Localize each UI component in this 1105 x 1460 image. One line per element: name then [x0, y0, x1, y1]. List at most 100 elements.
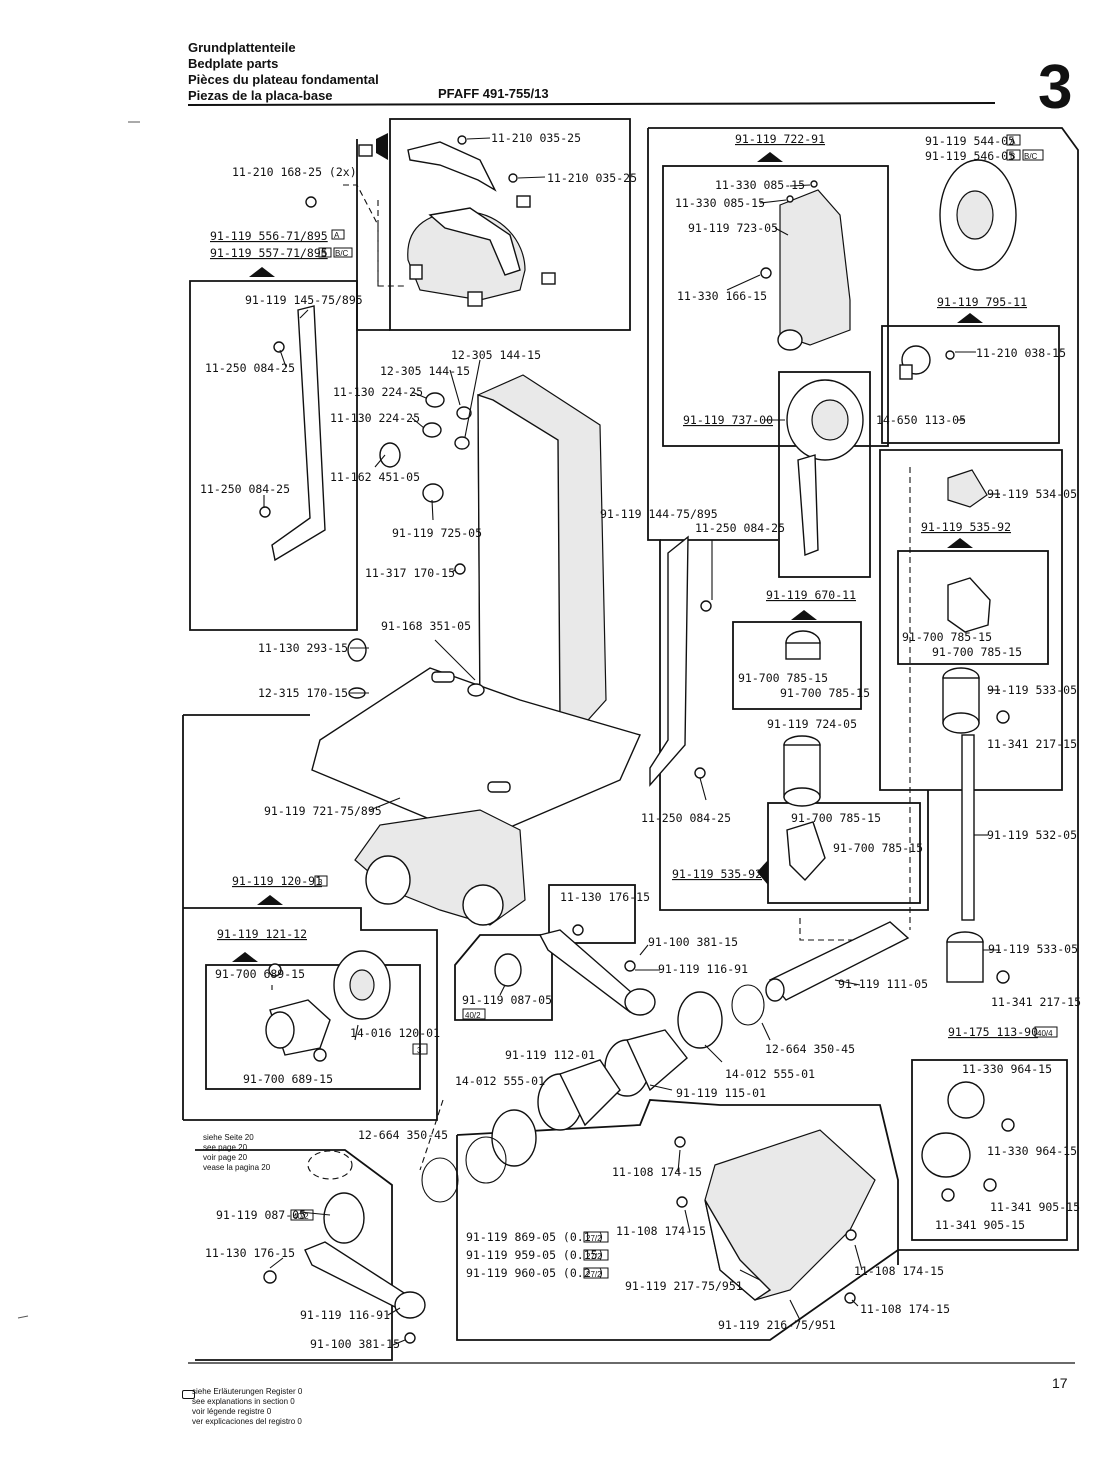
callout-label: 91-119 546-05	[925, 149, 1015, 163]
callout-label: 91-119 145-75/895	[245, 293, 363, 307]
callout-label: 11-341 905-15	[990, 1200, 1080, 1214]
callout-label: 91-700 785-15	[833, 841, 923, 855]
badge-text: 27/2	[586, 1234, 602, 1243]
cross-ref-line: voir page 20	[203, 1153, 248, 1162]
cross-ref-line: siehe Seite 20	[203, 1133, 254, 1142]
badge-text: B/C	[1024, 152, 1038, 161]
callout-label: 11-210 035-25	[491, 131, 581, 145]
callout-label: 11-210 168-25 (2x)	[232, 165, 357, 179]
callout-label: 11-108 174-15	[616, 1224, 706, 1238]
callout-label-underlined: 91-175 113-90	[948, 1025, 1038, 1039]
callout-label: 11-130 224-25	[330, 411, 420, 425]
badge-text: 3	[318, 878, 323, 887]
callout-label: 11-108 174-15	[860, 1302, 950, 1316]
callout-label-underlined: 91-119 556-71/895	[210, 229, 328, 243]
header-titles: Grundplattenteile Bedplate parts Pièces …	[188, 40, 379, 104]
callout-label: 91-100 381-15	[648, 935, 738, 949]
badge-text: 27/2	[586, 1252, 602, 1261]
callout-label: 11-330 085-15	[715, 178, 805, 192]
callout-label: 11-250 084-25	[641, 811, 731, 825]
callout-label-underlined: 91-119 737-00	[683, 413, 773, 427]
badge-text: 3	[417, 1046, 422, 1055]
callout-label-underlined: 91-119 535-92	[921, 520, 1011, 534]
leader-lines	[263, 137, 1000, 1346]
callout-label: 14-650 113-05	[876, 413, 966, 427]
callout-label: 91-119 116-91	[658, 962, 748, 976]
cross-ref-line: see page 20	[203, 1143, 248, 1152]
callout-label: 12-664 350-45	[358, 1128, 448, 1142]
badge-text: 40/4	[1037, 1029, 1053, 1038]
callout-label-underlined: 91-119 670-11	[766, 588, 856, 602]
callout-label: 91-119 960-05 (0.2 )	[466, 1266, 604, 1280]
callout-label: 11-210 038-15	[976, 346, 1066, 360]
callout-label: 91-119 217-75/951	[625, 1279, 743, 1293]
callout-label: 11-330 964-15	[987, 1144, 1077, 1158]
callout-label-underlined: 91-119 722-91	[735, 132, 825, 146]
callout-label: 91-119 216-75/951	[718, 1318, 836, 1332]
callout-label: 91-119 087-05	[462, 993, 552, 1007]
callout-label: 12-315 170-15	[258, 686, 348, 700]
callout-label: 91-700 785-15	[902, 630, 992, 644]
legend-box-icon	[182, 1390, 195, 1399]
legend-line: ver explicaciones del registro 0	[192, 1417, 302, 1426]
callout-label: 91-700 785-15	[780, 686, 870, 700]
callout-label: 11-130 224-25	[333, 385, 423, 399]
callout-label: 12-305 144-15	[451, 348, 541, 362]
callout-label: 11-130 293-15	[258, 641, 348, 655]
page-number: 17	[1052, 1375, 1068, 1391]
title-english: Bedplate parts	[188, 56, 279, 71]
badge-text: B/C	[335, 249, 349, 258]
callout-label: 91-168 351-05	[381, 619, 471, 633]
callout-label: 11-162 451-05	[330, 470, 420, 484]
callout-label-underlined: 91-119 121-12	[217, 927, 307, 941]
legend-note: siehe Erläuterungen Register 0 see expla…	[182, 1387, 303, 1427]
callout-label: 11-130 176-15	[205, 1246, 295, 1260]
callout-label: 91-119 723-05	[688, 221, 778, 235]
callout-label: 14-012 555-01	[725, 1067, 815, 1081]
callout-label: 91-700 785-15	[738, 671, 828, 685]
callout-label: 91-119 869-05 (0.1 )	[466, 1230, 604, 1244]
callout-label: 14-012 555-01	[455, 1074, 545, 1088]
callout-label-underlined: 91-119 557-71/895	[210, 246, 328, 260]
badge-text: B	[1010, 152, 1015, 161]
model-name: PFAFF 491-755/13	[438, 86, 549, 101]
callout-label: 11-317 170-15	[365, 566, 455, 580]
callout-label: 11-341 905-15	[935, 1218, 1025, 1232]
callout-label: 11-130 176-15	[560, 890, 650, 904]
callout-label: 12-305 144-15	[380, 364, 470, 378]
callout-label: 11-341 217-15	[991, 995, 1081, 1009]
callout-label: 12-664 350-45	[765, 1042, 855, 1056]
title-german: Grundplattenteile	[188, 40, 296, 55]
callout-label: 11-250 084-25	[200, 482, 290, 496]
callout-label: 11-210 035-25	[547, 171, 637, 185]
title-french: Pièces du plateau fondamental	[188, 72, 379, 87]
callout-badges: A B B/C 3 3 A B B/C 40/4 40/2 40/2 27/2 …	[290, 134, 1058, 1279]
guide-lines	[343, 184, 911, 1171]
callout-label: 11-250 084-25	[205, 361, 295, 375]
callout-label: 91-700 689-15	[215, 967, 305, 981]
callout-label: 14-016 120-01	[350, 1026, 440, 1040]
callout-label: 91-119 116-91	[300, 1308, 390, 1322]
callout-label: 91-700 785-15	[932, 645, 1022, 659]
section-number: 3	[1038, 53, 1073, 122]
callout-label: 91-119 115-01	[676, 1086, 766, 1100]
callout-label: 91-700 689-15	[243, 1072, 333, 1086]
badge-text: 27/2	[586, 1270, 602, 1279]
legend-line: siehe Erläuterungen Register 0	[192, 1387, 303, 1396]
callout-label: 91-100 381-15	[310, 1337, 400, 1351]
callout-label: 11-108 174-15	[612, 1165, 702, 1179]
header-rule	[187, 102, 996, 106]
badge-text: 40/2	[465, 1011, 481, 1020]
callout-label: 91-119 724-05	[767, 717, 857, 731]
badge-text: B	[321, 249, 326, 258]
badge-text: 40/2	[293, 1212, 309, 1221]
callout-label-underlined: 91-119 795-11	[937, 295, 1027, 309]
group-frames	[182, 118, 1079, 1361]
callout-label: 91-119 532-05	[987, 828, 1077, 842]
callout-label: 11-330 964-15	[962, 1062, 1052, 1076]
callout-label: 91-119 534-05	[987, 487, 1077, 501]
callout-label-underlined: 91-119 120-91	[232, 874, 322, 888]
callout-label: 91-119 533-05	[988, 942, 1078, 956]
group-markers	[232, 133, 983, 962]
